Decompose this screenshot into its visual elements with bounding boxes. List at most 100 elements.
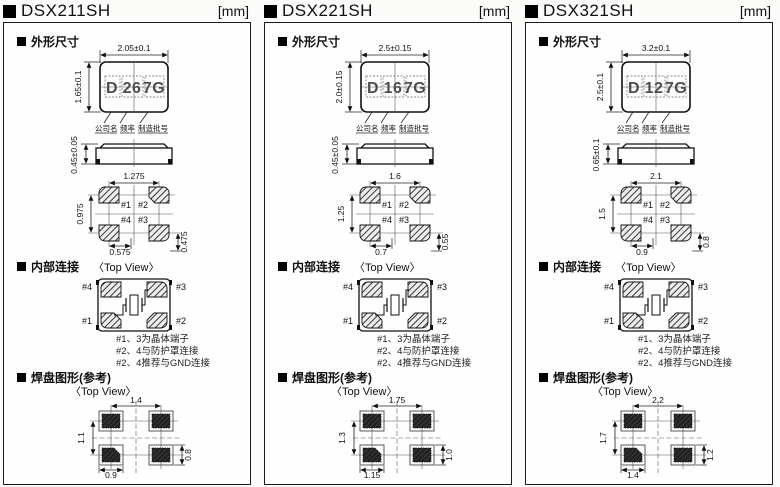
land-pad-bl xyxy=(362,447,382,463)
section-heading-internal: 内部连接 〈Top View〉 xyxy=(278,258,420,275)
bottom-width-dim: 1.6 xyxy=(389,171,401,181)
land-height-dim: 1.7 xyxy=(598,432,608,444)
note-line: #2、4与防护罩连接 xyxy=(377,346,460,357)
marking-label-company: 公司名 xyxy=(95,123,118,133)
top-view-drawing: 3.2±0.1 2.5±0.1 D 12 7G xyxy=(595,43,691,134)
note-line: #1、3为晶体端子 xyxy=(116,334,189,345)
package-outline xyxy=(97,278,171,332)
internal-heading-text: 内部连接 xyxy=(292,260,341,274)
land-width-dim: 2.2 xyxy=(652,395,664,405)
marking-company: D xyxy=(106,80,118,97)
land-pad-br xyxy=(673,447,693,463)
internal-top-view-label: 〈Top View〉 xyxy=(93,261,160,274)
bottom-pad-x-dim: 0.575 xyxy=(109,247,131,256)
land-outline-tl xyxy=(620,410,646,432)
outline-heading-text: 外形尺寸 xyxy=(292,35,341,49)
bottom-pin-1: #1 xyxy=(121,200,131,210)
bottom-pad-x-dim: 0.7 xyxy=(375,247,387,256)
package-outline xyxy=(619,278,693,332)
unit-label: [mm] xyxy=(478,3,510,19)
land-top-view-label: 〈Top View〉 xyxy=(70,386,137,398)
bottom-height-dim: 1.25 xyxy=(336,205,346,222)
package-panel: DSX211SH [mm] 外形尺寸 2.05±0.1 1.65±0.1 xyxy=(3,1,251,485)
marking-frequency: 26 xyxy=(123,80,142,97)
bottom-view-drawing: 2.1 1.5 #1 #2 #4 # xyxy=(597,171,711,256)
panel-title-row: DSX211SH [mm] xyxy=(3,1,251,21)
bottom-height-dim: 1.5 xyxy=(597,208,607,220)
panel-frame: 外形尺寸 2.05±0.1 1.65±0.1 xyxy=(3,22,251,485)
land-pad-w-dim: 1.4 xyxy=(627,470,639,479)
marking-frequency: 12 xyxy=(645,80,664,97)
marking-label-frequency: 频率 xyxy=(120,123,135,133)
bottom-height-dim: 0.975 xyxy=(75,203,85,225)
land-outline-br xyxy=(670,444,696,466)
land-pad-h-dim: 0.8 xyxy=(183,449,193,461)
section-heading-internal: 内部连接 〈Top View〉 xyxy=(17,258,159,275)
pad-2 xyxy=(670,186,692,204)
pad-2 xyxy=(148,186,170,204)
bottom-pin-1: #1 xyxy=(382,200,392,210)
package-panel: DSX321SH [mm] 外形尺寸 3.2±0.1 2.5±0.1 xyxy=(525,1,773,485)
land-height-dim: 1.1 xyxy=(76,432,86,444)
marking-label-company: 公司名 xyxy=(356,123,379,133)
bottom-pin-4: #4 xyxy=(643,215,653,225)
pad-4 xyxy=(100,281,122,298)
internal-pin-1: #1 xyxy=(604,316,614,326)
section-heading-outline: 外形尺寸 xyxy=(17,33,79,50)
crystal-symbol xyxy=(375,289,409,316)
land-pad-w-dim: 1.15 xyxy=(364,470,381,479)
note-line: #1、3为晶体端子 xyxy=(377,334,450,345)
land-top-view-label: 〈Top View〉 xyxy=(592,386,659,398)
side-view-drawing: 0.45±0.05 xyxy=(330,136,434,174)
land-pad-h-dim: 1.0 xyxy=(444,449,454,461)
outline-drawing: 2.5±0.15 2.0±0.15 D 16 7G xyxy=(330,43,450,256)
title-bullet-square xyxy=(264,4,277,18)
land-outline-bl xyxy=(620,444,646,466)
side-height-dim: 0.45±0.05 xyxy=(69,136,79,174)
note-line: #2、4推荐与GND连接 xyxy=(638,358,732,369)
section-bullet xyxy=(278,262,287,271)
side-view-drawing: 0.45±0.05 xyxy=(69,136,173,174)
outline-heading-text: 外形尺寸 xyxy=(31,35,80,49)
panel-title: DSX221SH xyxy=(282,1,373,20)
top-width-dim: 2.05±0.1 xyxy=(117,43,150,53)
side-height-dim: 0.65±0.1 xyxy=(591,138,601,171)
land-top-view-label: 〈Top View〉 xyxy=(331,386,398,398)
marking-label-lot: 制造批号 xyxy=(399,123,429,133)
pad-4 xyxy=(620,224,642,242)
bottom-width-dim: 2.1 xyxy=(650,171,662,181)
section-bullet xyxy=(278,37,287,46)
pad-1 xyxy=(100,312,122,329)
outline-drawing: 2.05±0.1 1.65±0.1 D 26 7G xyxy=(69,43,189,256)
panel-title-row: DSX221SH [mm] xyxy=(264,1,512,21)
pad-4 xyxy=(359,224,381,242)
pad-1 xyxy=(361,312,383,329)
land-pattern-drawing: 1.4 1.1 0.9 0.8 xyxy=(76,395,193,479)
land-pad-tr xyxy=(673,413,693,429)
section-heading-land: 焊盘图形(参考) xyxy=(539,369,633,386)
internal-pin-1: #1 xyxy=(82,316,92,326)
land-outline-br xyxy=(148,444,174,466)
bottom-pad-y-dim: 0.475 xyxy=(179,231,189,253)
bottom-pin-2: #2 xyxy=(138,200,148,210)
land-outline-tr xyxy=(148,410,174,432)
internal-heading-text: 内部连接 xyxy=(31,260,80,274)
title-bullet-square xyxy=(3,4,16,18)
land-heading-text: 焊盘图形(参考) xyxy=(292,371,372,385)
section-heading-outline: 外形尺寸 xyxy=(539,33,601,50)
pad-4 xyxy=(361,281,383,298)
marking-label-lot: 制造批号 xyxy=(660,123,690,133)
package-outline xyxy=(358,278,432,332)
bottom-pad-x-dim: 0.9 xyxy=(636,247,648,256)
bottom-pin-2: #2 xyxy=(660,200,670,210)
pad-3 xyxy=(146,281,168,298)
internal-heading-text: 内部连接 xyxy=(553,260,602,274)
outline-drawing: 3.2±0.1 2.5±0.1 D 12 7G xyxy=(591,43,711,256)
marking-company: D xyxy=(367,80,379,97)
pad-2 xyxy=(409,186,431,204)
internal-pin-3: #3 xyxy=(176,282,186,292)
internal-connection-drawing: #4 #3 #1 #2 xyxy=(604,278,708,332)
unit-label: [mm] xyxy=(217,3,249,19)
pad-2 xyxy=(668,312,690,329)
top-view-drawing: 2.05±0.1 1.65±0.1 D 26 7G xyxy=(73,43,169,134)
